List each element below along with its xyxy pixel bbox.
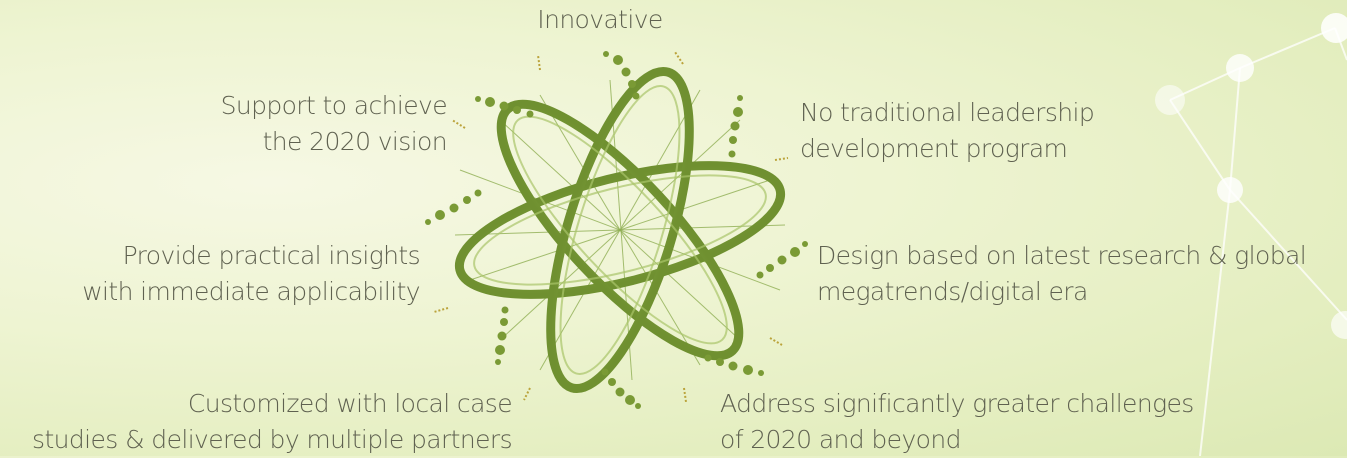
label-lower-left: Customized with local case studies & del… xyxy=(0,386,513,458)
label-upper-left-line2: the 2020 vision xyxy=(262,127,448,156)
network-node xyxy=(1226,54,1254,82)
label-middle-right: Design based on latest research & global… xyxy=(817,238,1347,310)
orbit-ring xyxy=(496,99,744,361)
network-node xyxy=(1155,85,1185,115)
label-middle-right-line1: Design based on latest research & global xyxy=(817,241,1307,270)
label-lower-right-line1: Address significantly greater challenges xyxy=(720,389,1194,418)
label-lower-left-line2: studies & delivered by multiple partners xyxy=(32,425,513,454)
central-atom-emblem xyxy=(425,51,808,409)
label-upper-right-line1: No traditional leadership xyxy=(800,98,1095,127)
network-node xyxy=(1331,311,1347,339)
network-node xyxy=(1217,177,1243,203)
label-middle-right-line2: megatrends/digital era xyxy=(817,277,1088,306)
label-top-line1: Innovative xyxy=(537,5,663,34)
label-middle-left: Provide practical insights with immediat… xyxy=(40,238,420,310)
label-lower-right-line2: of 2020 and beyond xyxy=(720,425,961,454)
network-node xyxy=(1321,13,1347,43)
label-lower-right: Address significantly greater challenges… xyxy=(720,386,1230,458)
orbit-ring xyxy=(454,161,786,299)
label-middle-left-line1: Provide practical insights xyxy=(122,241,421,270)
orbit-ring xyxy=(546,66,694,394)
label-upper-right: No traditional leadership development pr… xyxy=(800,95,1160,167)
label-top: Innovative xyxy=(520,2,680,38)
label-upper-left: Support to achieve the 2020 vision xyxy=(150,88,448,160)
label-upper-right-line2: development program xyxy=(800,134,1068,163)
label-upper-left-line1: Support to achieve xyxy=(220,91,448,120)
label-middle-left-line2: with immediate applicability xyxy=(82,277,420,306)
label-lower-left-line1: Customized with local case xyxy=(187,389,513,418)
